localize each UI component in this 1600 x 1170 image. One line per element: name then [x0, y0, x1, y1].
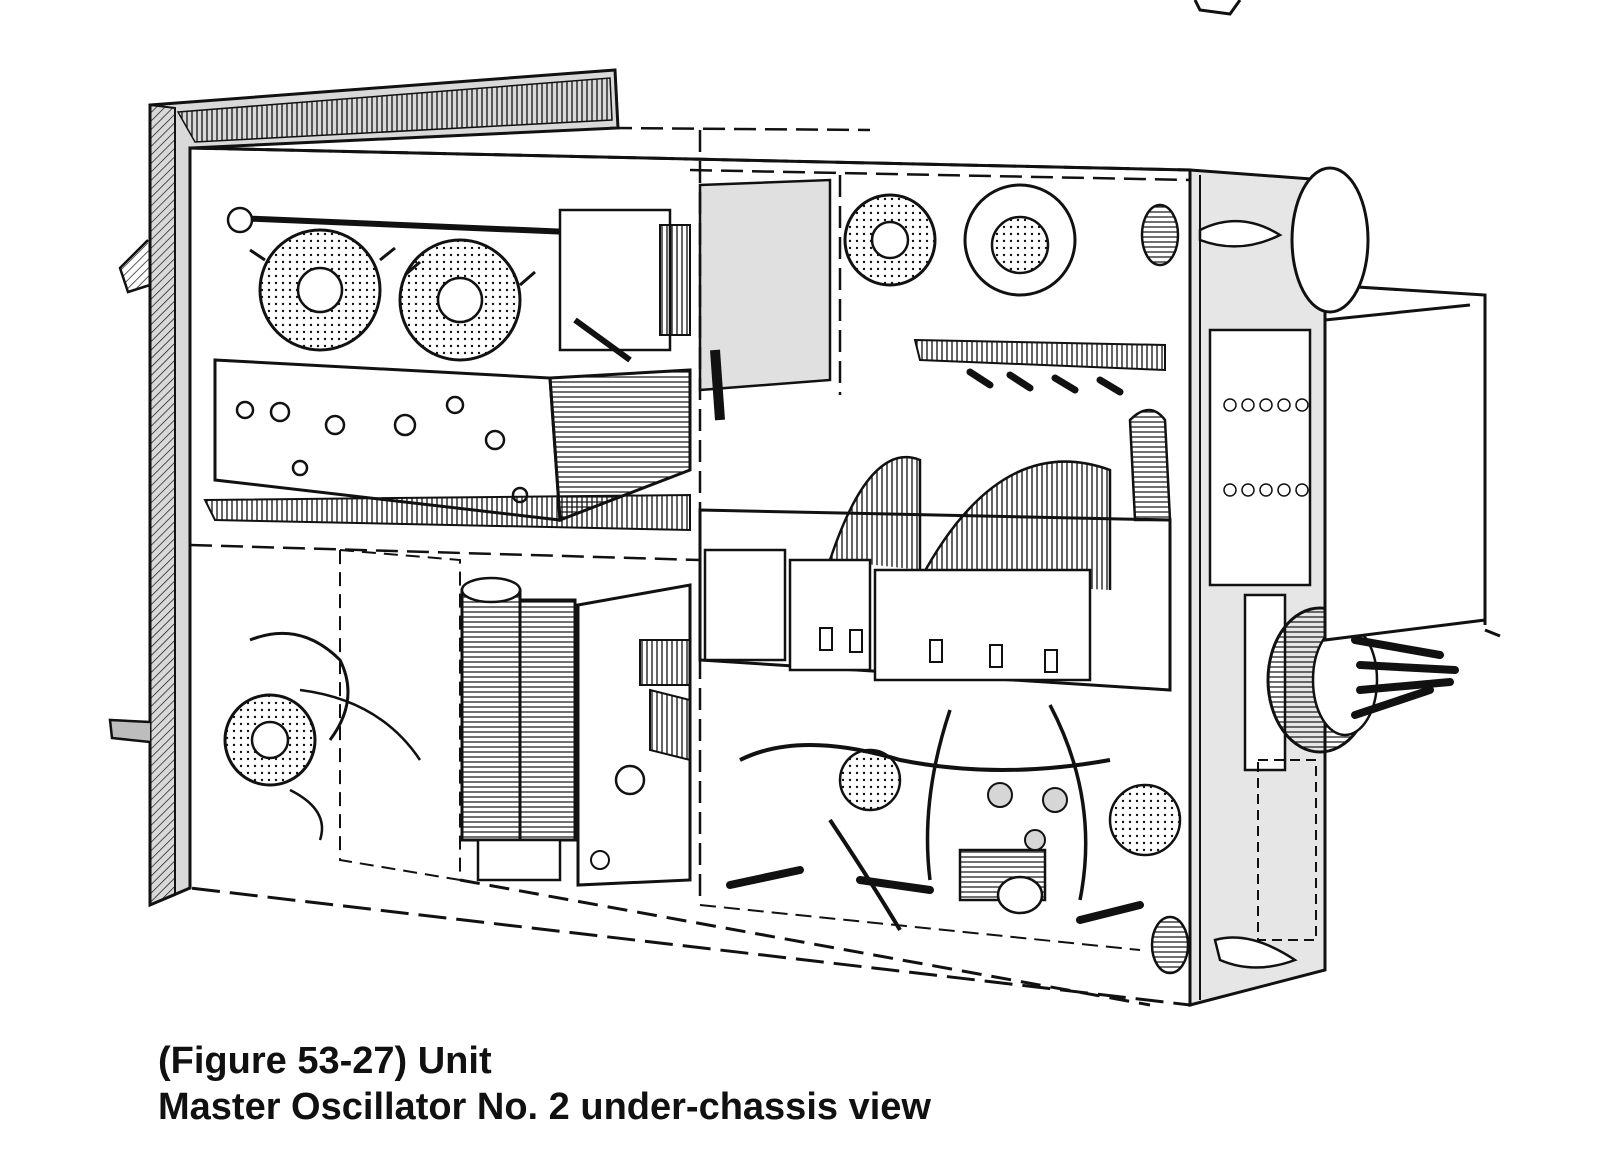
- variable-capacitor: [698, 408, 1172, 692]
- caption-line-1: (Figure 53-27) Unit: [158, 1040, 492, 1082]
- figure-caption: (Figure 53-27) Unit Master Oscillator No…: [158, 1038, 931, 1130]
- inductor-stack: [460, 576, 577, 882]
- caption-line-2: Master Oscillator No. 2 under-chassis vi…: [158, 1086, 931, 1128]
- switch-assembly: [226, 178, 832, 421]
- tube-sockets: [843, 183, 1180, 396]
- top-fragment: [1193, 0, 1242, 16]
- lower-right-wiring: [699, 704, 1182, 951]
- front-panel: [108, 68, 620, 908]
- rear-box: [1290, 166, 1501, 642]
- bracket: [576, 583, 692, 887]
- cutaway-lines: [189, 126, 1191, 905]
- end-panel: [1150, 168, 1459, 1007]
- lower-left-switch: [223, 548, 461, 882]
- coil-housing: [203, 358, 692, 532]
